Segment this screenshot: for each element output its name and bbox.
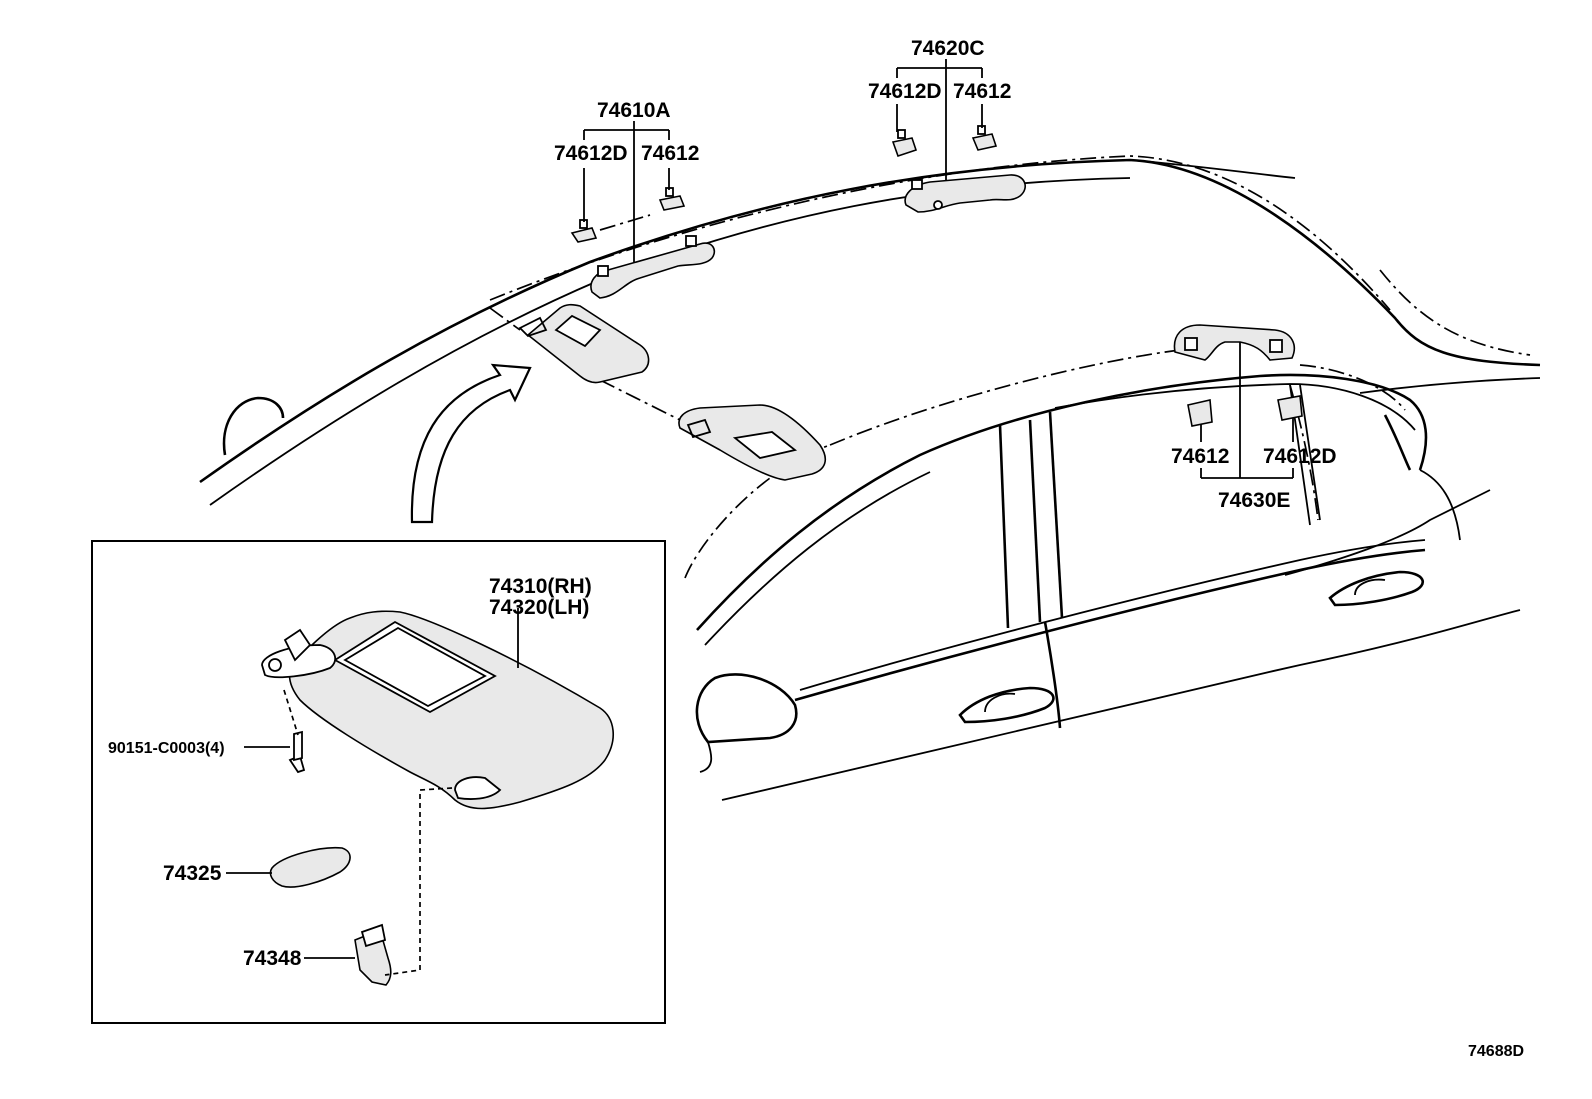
callout-arrow (410, 363, 532, 524)
mirror-cover-part (269, 846, 351, 888)
label-74612D-front: 74612D (554, 142, 628, 165)
assist-grip-front-part (590, 235, 716, 299)
screw-part (288, 730, 306, 774)
label-74612-front: 74612 (641, 142, 699, 165)
label-74612-center: 74612 (953, 80, 1011, 103)
assist-grip-center-part (904, 174, 1026, 213)
car-body-outline (199, 158, 1541, 801)
detail-box (91, 540, 666, 1024)
rear-clip-d-part (1277, 395, 1303, 421)
rear-clip-part (1187, 399, 1213, 427)
sun-visor-detail-part (261, 610, 615, 810)
center-clip-part (971, 125, 998, 151)
sun-visor-left-part (518, 303, 650, 384)
label-74348: 74348 (243, 947, 302, 970)
label-74630E: 74630E (1218, 489, 1290, 512)
label-74612D-rear: 74612D (1263, 445, 1337, 468)
label-74310-rh: 74310(RH) (489, 575, 592, 598)
callout-lines (583, 59, 1294, 479)
assist-grip-rear-part (1173, 324, 1296, 361)
front-clip-part (658, 187, 686, 211)
label-74610A: 74610A (597, 99, 671, 122)
label-74612-rear: 74612 (1171, 445, 1229, 468)
label-90151-screw: 90151-C0003(4) (108, 740, 225, 757)
front-clip-d-part (570, 219, 598, 243)
label-74325: 74325 (163, 862, 222, 885)
label-74620C: 74620C (911, 37, 985, 60)
sun-visor-right-part (678, 404, 827, 481)
center-clip-d-part (891, 129, 918, 158)
part-labels: 74610A 74612D 74612 74620C 74612D 74612 … (108, 37, 1524, 1060)
diagram-code: 74688D (1468, 1043, 1524, 1060)
visor-holder-part (354, 923, 392, 986)
label-74320-lh: 74320(LH) (489, 596, 589, 619)
label-74612D-center: 74612D (868, 80, 942, 103)
